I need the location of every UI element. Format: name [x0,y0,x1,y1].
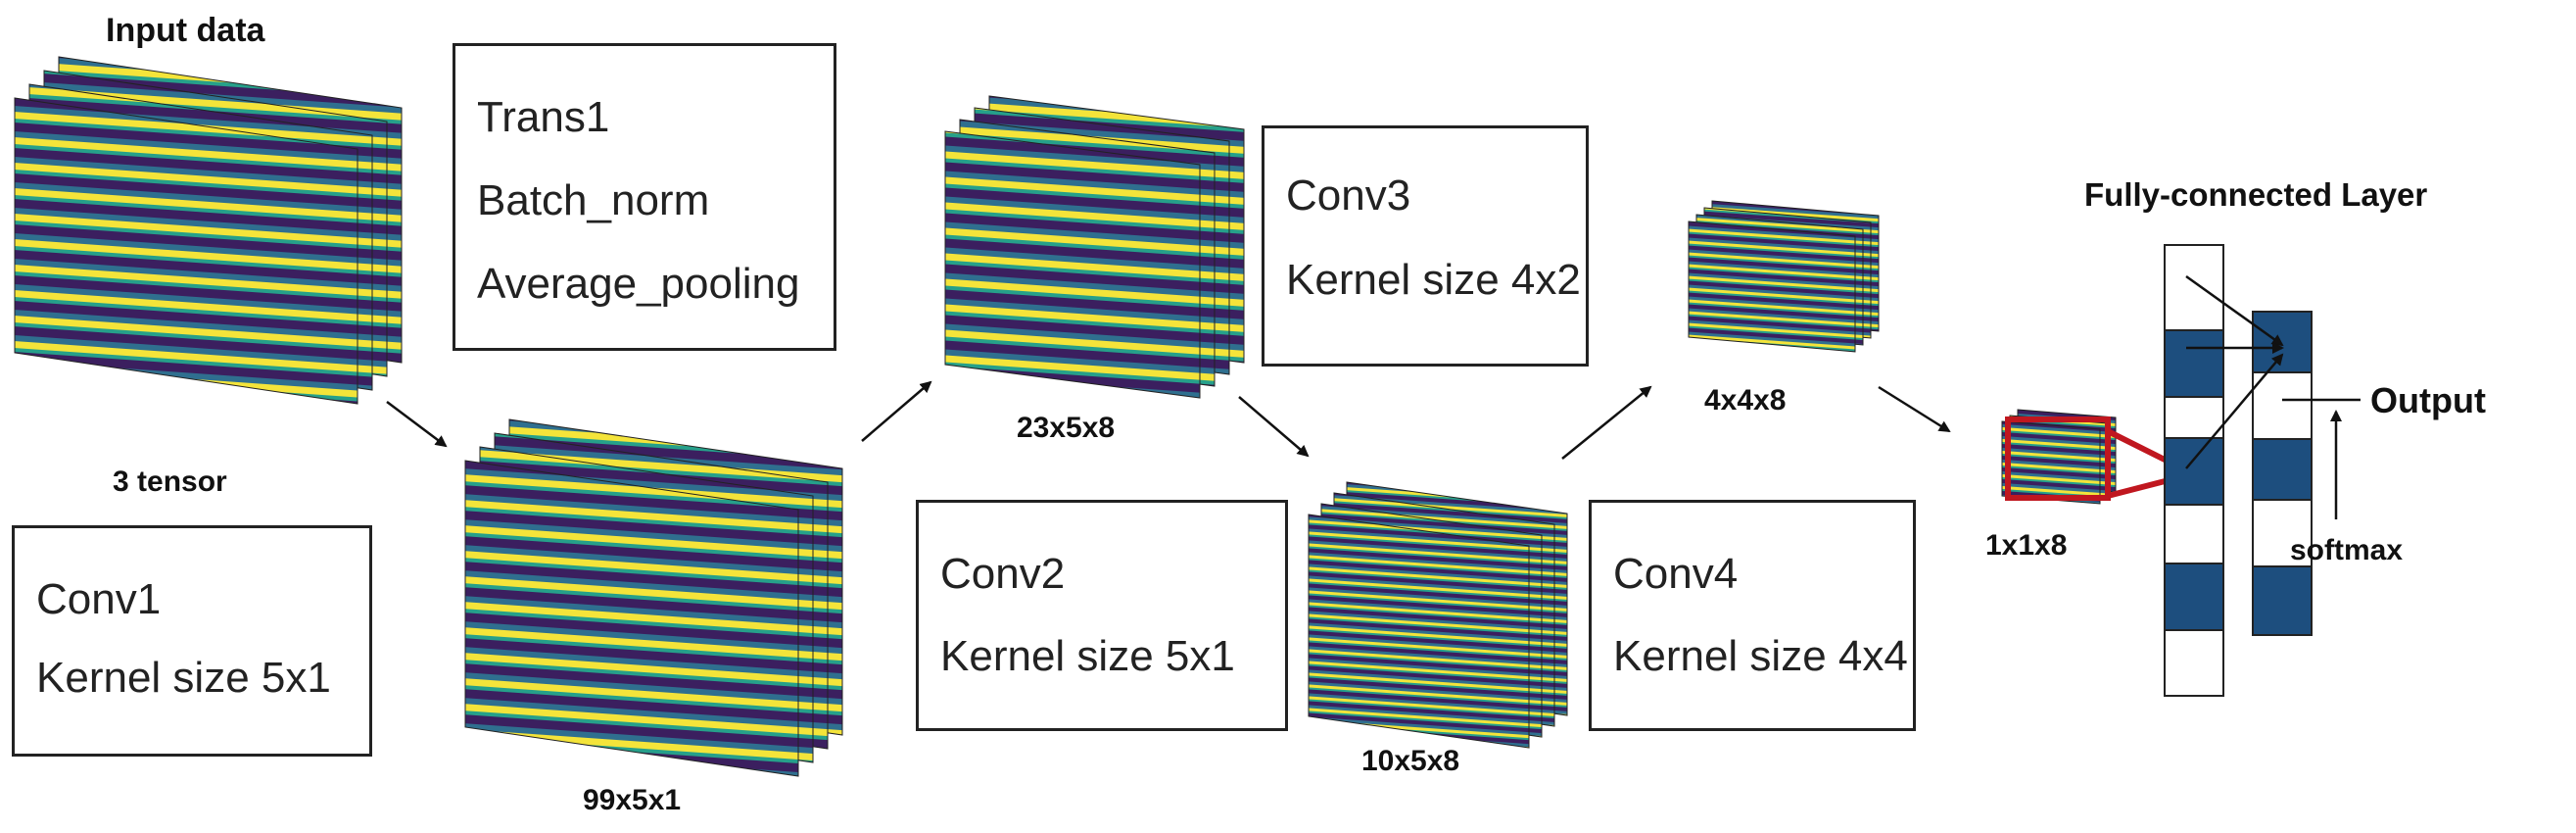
trans1-name: Trans1 [477,93,610,141]
arrow-4 [1561,385,1652,460]
feature-stack-10x5x8 [1308,481,1568,749]
feature-stack-99x5x1 [464,418,843,777]
shape-label-4x4x8: 4x4x8 [1704,384,1787,416]
shape-label-99x5x1: 99x5x1 [583,784,682,816]
feature-stack-23x5x8 [944,95,1245,399]
conv4-kernel: Kernel size 4x4 [1613,632,1908,680]
feature-stack-4x4x8 [1688,200,1880,353]
conv4-box: Conv4 Kernel size 4x4 [1589,500,1916,731]
fc-column-1 [2164,244,2224,697]
conv2-name: Conv2 [940,550,1066,598]
fc-layer [2164,244,2361,697]
fc-connections [2185,274,2284,469]
output-connector [2282,398,2361,519]
flow-arrows [386,380,1951,460]
conv2-kernel: Kernel size 5x1 [940,632,1235,680]
shape-label-23x5x8: 23x5x8 [1017,412,1116,444]
arrow-5 [1878,385,1951,433]
conv1-kernel: Kernel size 5x1 [36,654,331,702]
conv3-kernel: Kernel size 4x2 [1286,256,1581,304]
shape-label-10x5x8: 10x5x8 [1361,745,1460,777]
feature-stack-1x1x8 [2001,409,2178,505]
fc-title: Fully-connected Layer [2084,176,2428,213]
trans1-batchnorm: Batch_norm [477,176,710,224]
input-title: Input data [106,12,265,49]
conv4-name: Conv4 [1613,550,1739,598]
input-caption: 3 tensor [113,466,227,498]
softmax-label: softmax [2290,534,2404,566]
arrow-2 [861,380,932,442]
conv3-name: Conv3 [1286,172,1411,220]
trans1-box: Trans1 Batch_norm Average_pooling [453,43,836,351]
conv1-name: Conv1 [36,575,162,623]
input-feature-stack [14,56,403,405]
highlight-box [2005,416,2111,501]
conv2-box: Conv2 Kernel size 5x1 [916,500,1288,731]
conv3-box: Conv3 Kernel size 4x2 [1262,125,1589,367]
arrow-3 [1238,396,1310,458]
arrow-1 [386,401,448,448]
conv1-box: Conv1 Kernel size 5x1 [12,525,372,757]
fc-column-2 [2252,311,2313,636]
output-label: Output [2370,380,2486,420]
shape-label-1x1x8: 1x1x8 [1985,529,2068,562]
trans1-pooling: Average_pooling [477,260,800,308]
